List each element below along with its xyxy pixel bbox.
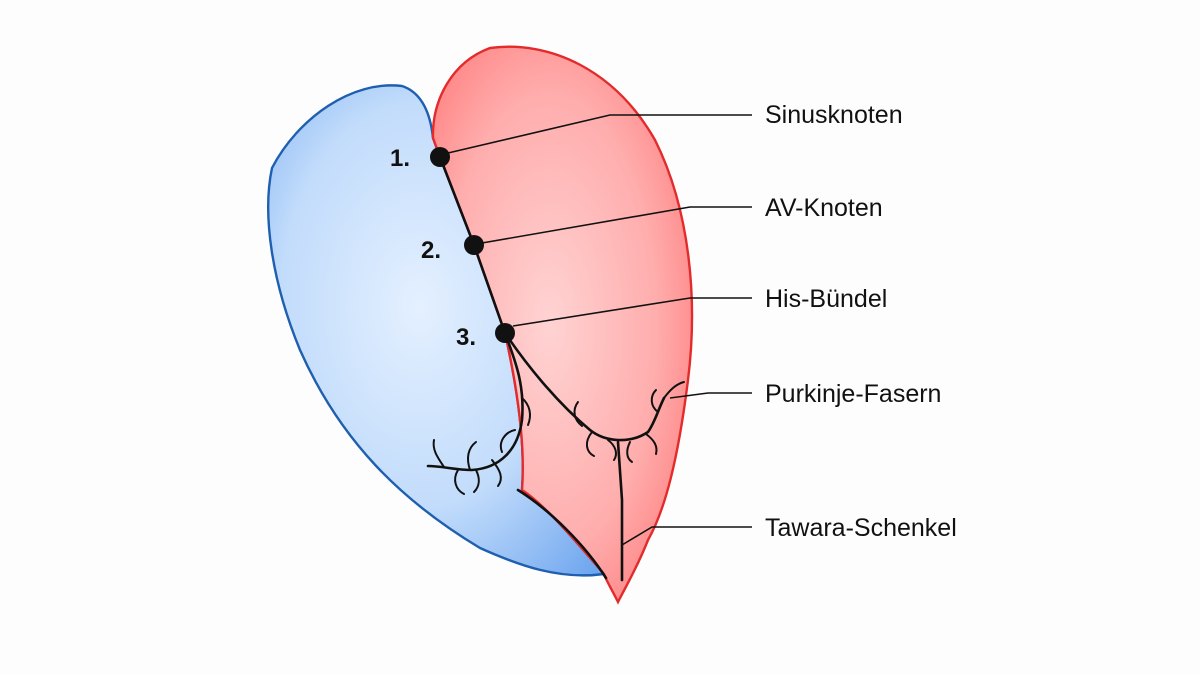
label-tawara-schenkel: Tawara-Schenkel [765,514,957,542]
marker-dot-sinusknoten [430,147,450,167]
marker-dot-his-buendel [495,323,515,343]
left-bundle-branch [426,331,524,472]
tawara-limb-left [516,488,608,580]
label-his-buendel: His-Bündel [765,285,887,313]
leader-line-his-buendel [512,297,752,327]
tawara-limb-right [616,440,624,582]
right-purkinje-fibers [573,381,685,463]
marker-dot-av-knoten [464,235,484,255]
marker-number-2: 2. [421,237,441,264]
label-sinusknoten: Sinusknoten [765,101,903,129]
marker-number-3: 3. [456,324,476,351]
leader-line-tawara-schenkel [621,526,752,546]
leader-line-sinusknoten [447,114,752,154]
leader-line-av-knoten [481,206,752,244]
right-bundle-branch [503,331,666,442]
left-purkinje-fibers [432,397,531,495]
leader-line-purkinje-fasern [669,392,752,399]
label-purkinje-fasern: Purkinje-Fasern [765,380,941,408]
label-av-knoten: AV-Knoten [765,194,883,222]
right-heart-half [431,45,694,605]
marker-number-1: 1. [390,145,410,172]
